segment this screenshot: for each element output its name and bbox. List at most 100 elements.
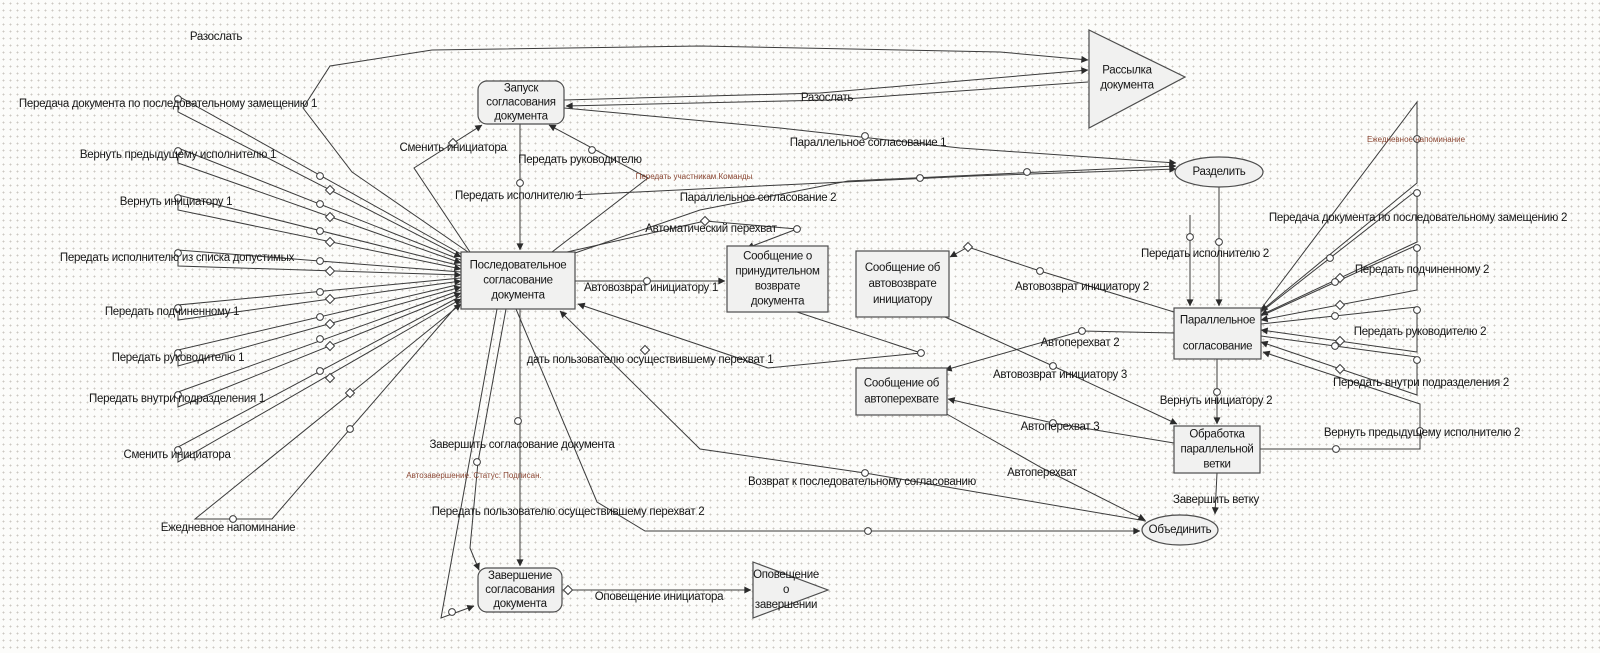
edge-label-30: Завершить ветку xyxy=(1173,494,1259,506)
edge-label-7: Передать внутри подразделения 1 xyxy=(89,393,265,405)
connector-diamond xyxy=(324,211,336,223)
edge-label-19: Автовозврат инициатору 2 xyxy=(1015,281,1149,293)
connector-circle xyxy=(174,446,182,454)
connector-circle xyxy=(174,194,182,202)
edge-label-2: Вернуть предыдущему исполнителю 1 xyxy=(80,149,276,161)
edge-label-31: Возврат к последовательному согласованию xyxy=(748,476,977,488)
connector-circle xyxy=(514,417,522,425)
edge-label-18: дать пользователю осуществившему перехва… xyxy=(527,354,774,366)
edge-label-26: Передать руководителю 2 xyxy=(1354,326,1487,338)
connector-circle xyxy=(861,469,869,477)
connector-circle xyxy=(316,335,324,343)
edge-parallel-approval-2 xyxy=(574,162,1177,254)
split-label: Разделить xyxy=(1193,166,1246,178)
connector-circle xyxy=(1413,306,1421,314)
connector-circle xyxy=(793,225,801,233)
edge-label-3: Вернуть инициатору 1 xyxy=(120,196,233,208)
connector-circle xyxy=(346,425,354,433)
sequential-approval-shape xyxy=(460,251,576,310)
forced-return-message-shape xyxy=(726,245,829,313)
edge-seq-replace-2 xyxy=(1260,188,1418,316)
edge-label-9: Ежедневное напоминание xyxy=(161,522,295,534)
connector-circle xyxy=(1186,233,1194,241)
connector-diamond xyxy=(324,293,336,305)
edge-label-35: Оповещение инициатора xyxy=(595,591,724,603)
edge-label-16: Автоматический перехват xyxy=(645,223,777,235)
connector-circle xyxy=(174,304,182,312)
edge-label-4: Передать исполнителю из списка допустимы… xyxy=(60,252,295,264)
connector-circle xyxy=(473,458,481,466)
edge-to-finish-diagonal xyxy=(440,308,498,619)
connector-diamond xyxy=(447,137,459,149)
connector-diamond xyxy=(344,387,356,399)
edge-label-0: Разослать xyxy=(190,31,243,43)
connector-circle xyxy=(1215,238,1223,246)
connector-circle xyxy=(316,367,324,375)
connector-circle xyxy=(917,349,925,357)
connector-circle xyxy=(174,391,182,399)
edge-change-initiator-1 xyxy=(177,295,462,463)
auto-return-message-shape xyxy=(855,250,950,318)
edge-label-11: Передать руководителю xyxy=(518,154,642,166)
connector-circle xyxy=(174,95,182,103)
edge-label-6: Передать руководителю 1 xyxy=(112,352,245,364)
connector-circle xyxy=(1049,419,1057,427)
finish-approval-shape xyxy=(477,567,563,613)
node-split[interactable]: Разделить xyxy=(1174,156,1264,188)
edge-pass-to-interceptor-2 xyxy=(515,308,1141,535)
connector-circle xyxy=(1036,267,1044,275)
connector-diamond xyxy=(699,215,711,227)
connector-circle xyxy=(174,147,182,155)
connector-circle xyxy=(316,257,324,265)
edge-auto-intercept xyxy=(944,412,1146,521)
connector-circle xyxy=(1413,135,1421,143)
connector-circle xyxy=(516,179,524,187)
finish-notification-shape xyxy=(752,561,830,619)
connector-circle xyxy=(229,515,237,523)
connector-circle xyxy=(448,608,456,616)
edge-pass-to-interceptor-1 xyxy=(577,302,922,369)
edge-label-37: Ежедневное напоминание xyxy=(1367,135,1466,144)
connector-circle xyxy=(316,172,324,180)
connector-diamond xyxy=(324,318,336,330)
connector-circle xyxy=(1331,312,1339,320)
edge-label-20: Автоперехват 2 xyxy=(1041,337,1120,349)
node-join[interactable]: Объединить xyxy=(1141,514,1219,546)
edge-label-27: Передать внутри подразделения 2 xyxy=(1333,377,1509,389)
auto-intercept-message-shape xyxy=(855,367,948,416)
edge-pass-to-manager-loop xyxy=(548,124,649,253)
join-label: Объединить xyxy=(1149,524,1212,536)
edge-send-to-mailing xyxy=(563,67,1089,101)
edge-label-23: Передать исполнителю 2 xyxy=(1141,248,1269,260)
connector-diamond xyxy=(324,236,336,248)
connector-circle xyxy=(1078,327,1086,335)
edge-label-17: Автовозврат инициатору 1 xyxy=(584,282,718,294)
connector-diamond xyxy=(962,241,974,253)
edge-label-8: Сменить инициатора xyxy=(123,449,231,461)
edge-label-38: Автозавершение. Статус: Подписан. xyxy=(406,471,541,480)
edge-label-1: Передача документа по последовательному … xyxy=(19,98,317,110)
edge-label-21: Автовозврат инициатору 3 xyxy=(993,369,1127,381)
connector-circle xyxy=(1416,427,1424,435)
connector-circle xyxy=(316,200,324,208)
connector-diamond xyxy=(1334,363,1346,375)
connector-diamond xyxy=(562,584,574,596)
connector-circle xyxy=(916,174,924,182)
connector-diamond xyxy=(324,184,336,196)
connector-diamond xyxy=(324,372,336,384)
